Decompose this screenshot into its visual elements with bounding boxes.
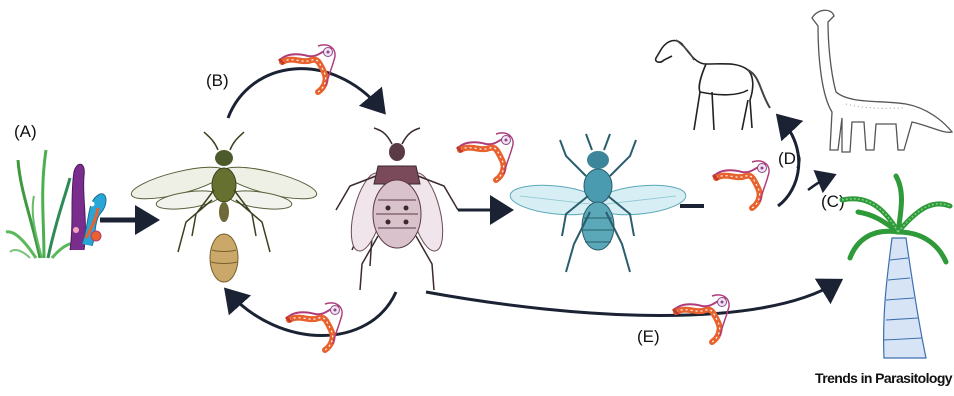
arrow-wasp-to-bug [228, 69, 382, 118]
wasp-icon [129, 132, 319, 282]
fly-icon [509, 134, 687, 272]
arrow-to-dinosaur [808, 176, 832, 190]
palm-tree-icon [842, 176, 950, 358]
dinosaur-icon [812, 10, 952, 152]
trypanosome-parasite-icon-e [673, 295, 729, 342]
label-a: (A) [14, 122, 37, 141]
trypanosome-parasite-icon-lower-left [286, 303, 342, 350]
plant-with-trypanosome-icon [6, 150, 106, 258]
label-b: (B) [206, 71, 229, 90]
label-e: (E) [637, 327, 660, 346]
journal-credit: Trends in Parasitology [815, 370, 952, 386]
true-bug-icon [336, 128, 458, 290]
horse-icon [656, 40, 770, 130]
arrow-bug-to-palm [426, 282, 838, 316]
trypanosome-parasite-icon-fly [713, 161, 769, 208]
trypanosome-parasite-icon-bug-fly [457, 133, 513, 180]
